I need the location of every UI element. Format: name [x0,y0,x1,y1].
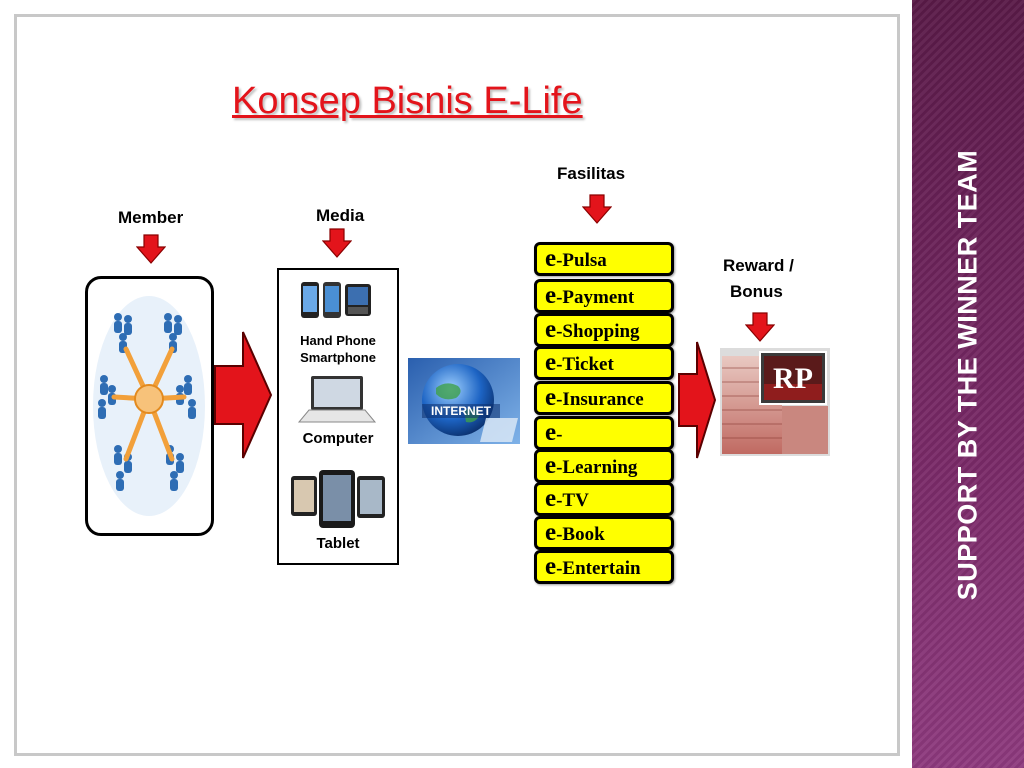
side-band [912,0,1024,768]
tablet-label: Tablet [316,535,360,552]
people-group-top-right [164,313,182,353]
media-label: Media [316,206,365,225]
member-label: Member [118,208,184,227]
facility-prefix: e [545,553,557,580]
facility-item: e-Learning [534,449,674,483]
member-network-box [85,276,214,536]
facility-prefix: e [545,282,557,309]
facility-item: e-TV [534,482,674,516]
reward-label-line1: Reward / [723,256,794,275]
facility-label: -Payment [556,287,635,308]
tablet-icon [291,470,385,528]
down-arrow-member [136,234,166,264]
internet-globe-icon: INTERNET [408,358,520,444]
arrow-member-to-media [214,331,273,459]
facility-item: e-Book [534,516,674,550]
smartphone-icon [301,282,371,318]
internet-label: INTERNET [431,404,492,418]
facility-label: -Pulsa [556,250,607,271]
facility-prefix: e [545,485,557,512]
people-group-top-left [114,313,132,353]
facility-item: e-Pulsa [534,242,674,276]
handphone-label-line1: Hand Phone [300,333,376,348]
facility-item: e-Entertain [534,550,674,584]
facility-label: -Book [556,524,605,545]
down-arrow-media [322,228,352,258]
facility-item: e-Shopping [534,313,674,347]
facility-prefix: e [545,384,557,411]
media-box: Hand Phone Smartphone Computer Tablet [277,268,399,565]
facility-prefix: e [545,245,557,272]
laptop-icon [297,376,377,423]
facility-label: -Entertain [556,558,641,579]
reward-money-image: RP [720,348,830,456]
down-arrow-fasilitas [582,194,612,224]
facility-label: -Ticket [556,354,614,375]
facility-label: -TV [556,490,589,511]
slide-title: Konsep Bisnis E-Life [232,80,583,122]
down-arrow-reward [745,312,775,342]
facility-label: -Insurance [556,389,644,410]
facility-prefix: e [545,349,557,376]
facility-item: e-Ticket [534,346,674,380]
rp-logo-text: RP [773,362,813,395]
arrow-fasilitas-to-reward [678,341,717,459]
member-network-diagram [93,296,205,516]
facility-item: e- [534,416,674,450]
facility-prefix: e [545,452,557,479]
facility-item: e-Payment [534,279,674,313]
facility-label: -Shopping [556,321,640,342]
computer-label: Computer [302,430,374,447]
side-text: SUPPORT BY THE WINNER TEAM [952,149,983,601]
facility-prefix: e [545,419,557,446]
facility-prefix: e [545,519,557,546]
facility-item: e-Insurance [534,381,674,415]
facility-label: -Learning [556,457,638,478]
handphone-label-line2: Smartphone [300,350,376,365]
reward-label-line2: Bonus [730,282,783,301]
fasilitas-label: Fasilitas [557,164,626,183]
facility-prefix: e [545,316,557,343]
facility-label: - [556,424,563,445]
